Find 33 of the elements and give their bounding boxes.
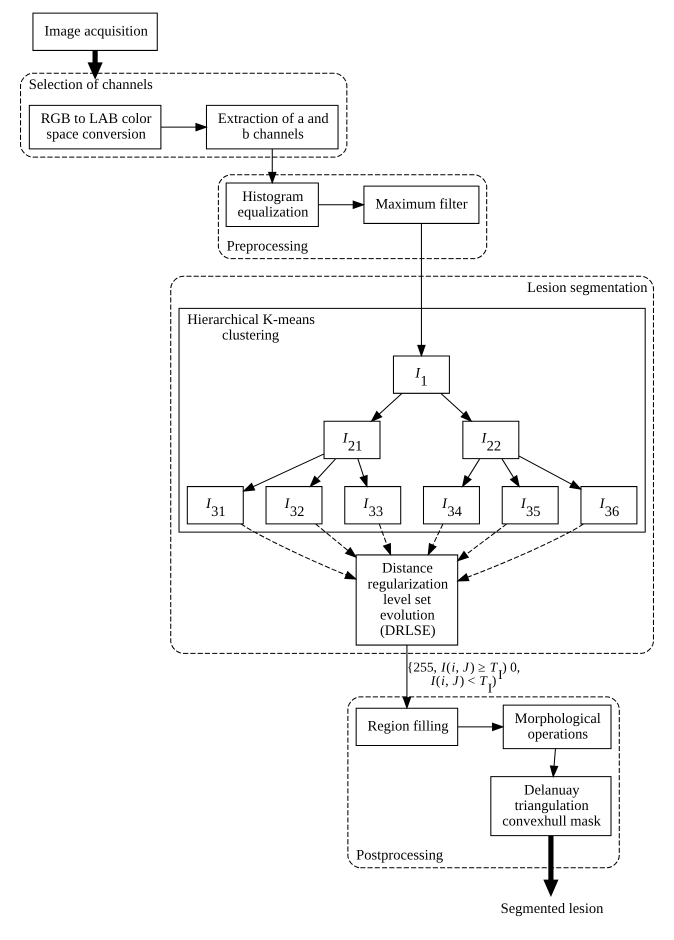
node-text: Segmented lesion (500, 900, 604, 917)
arrow (518, 455, 582, 490)
arrow (318, 200, 366, 209)
arrow (458, 722, 504, 731)
arrow (88, 50, 103, 80)
arrow (268, 148, 277, 184)
node-box: Morphological operations (502, 704, 612, 749)
node-box: Histogram equalization (226, 182, 319, 227)
arrow (462, 458, 480, 488)
node-box: Delanuay triangulation convexhull mask (490, 776, 612, 836)
node-box: Extraction of a and b channels (206, 104, 339, 149)
arrow (240, 522, 358, 580)
arrow (440, 392, 472, 422)
arrow (370, 392, 402, 422)
arrow (502, 458, 520, 488)
arrow (309, 458, 336, 488)
arrow (357, 458, 368, 488)
arrow (543, 835, 558, 896)
arrow (456, 522, 508, 562)
node-box: Image acquisition (32, 12, 158, 50)
node-box: Distance regularization level set evolution (DRLSE) (356, 554, 458, 646)
arrow (161, 122, 208, 131)
arrow (378, 523, 392, 556)
arrow (417, 222, 426, 357)
arrow (242, 452, 324, 492)
node-box: Maximum filter (363, 185, 480, 224)
arrow (456, 523, 584, 581)
arrow (402, 644, 412, 710)
arrow (428, 523, 444, 556)
node-box: RGB to LAB color space conversion (28, 104, 162, 149)
node-box: Region filling (356, 707, 458, 746)
arrow (550, 748, 558, 778)
arrow (315, 523, 358, 558)
